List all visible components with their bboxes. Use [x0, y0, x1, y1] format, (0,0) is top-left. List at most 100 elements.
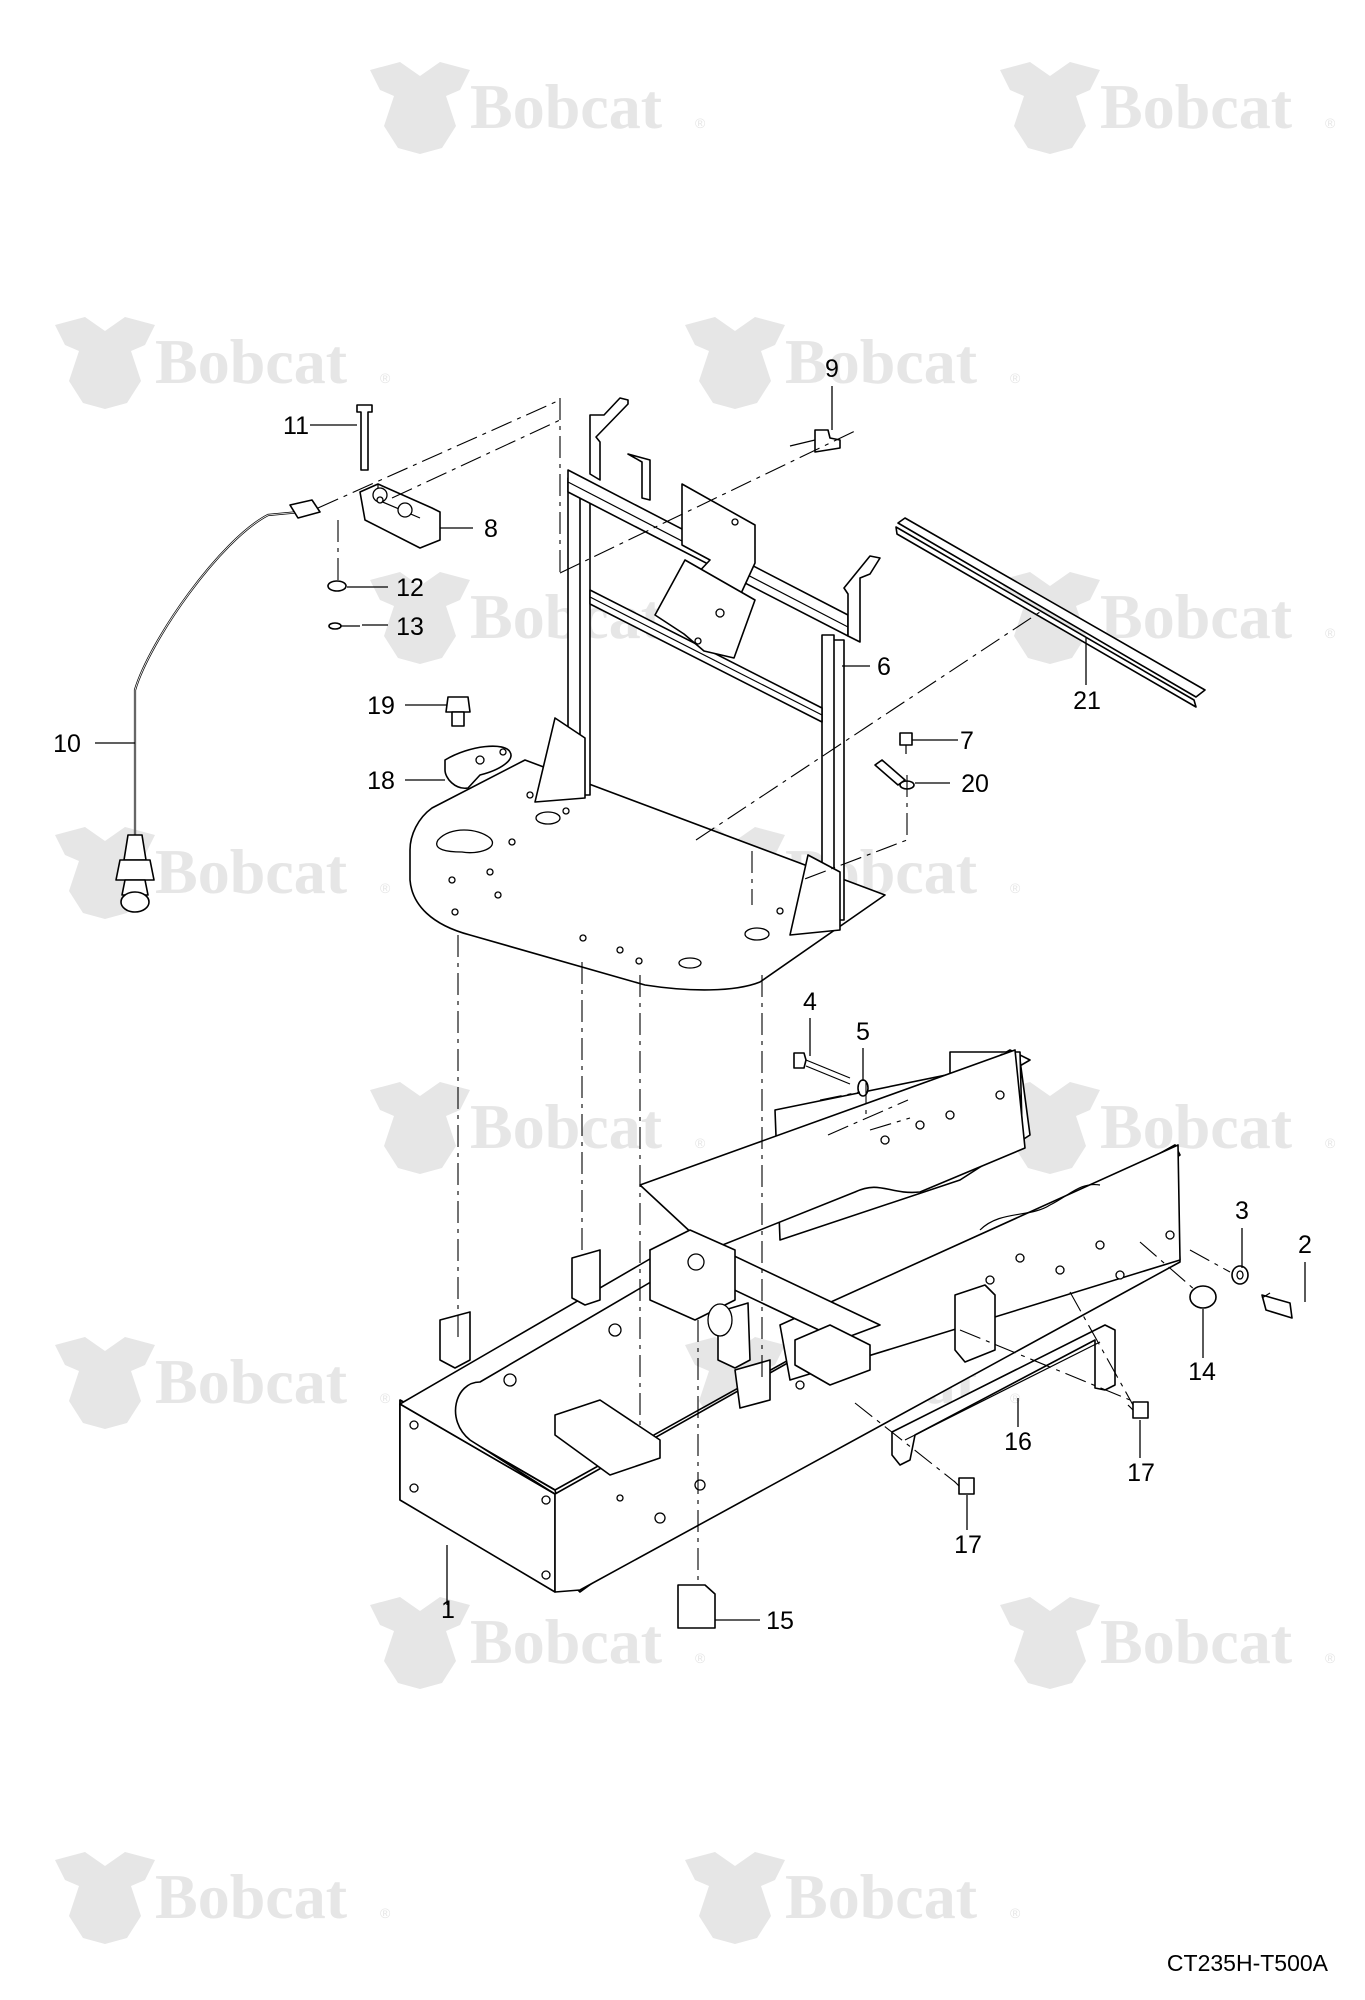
cotter-pin — [328, 622, 360, 630]
bobcat-logo-icon — [1000, 1597, 1100, 1689]
seal-strip-21 — [895, 517, 1206, 708]
bobcat-logo-icon — [370, 572, 470, 664]
bobcat-watermark-layer: Bobcat®Bobcat®Bobcat®Bobcat®Bobcat®Bobca… — [55, 62, 1336, 1944]
bobcat-watermark: Bobcat ® — [370, 1082, 706, 1174]
callout-19: 19 — [367, 692, 395, 720]
callout-15: 15 — [766, 1607, 794, 1635]
callout-5: 5 — [856, 1018, 870, 1046]
flat-washer — [327, 580, 347, 592]
washer-3 — [1231, 1265, 1249, 1285]
bobcat-logo-icon — [685, 1852, 785, 1944]
rubber-pad-20 — [874, 759, 915, 790]
watermark-text: Bobcat — [1100, 581, 1293, 652]
watermark-registered-mark: ® — [1010, 1390, 1021, 1406]
bobcat-logo-icon — [55, 1852, 155, 1944]
callout-1: 1 — [441, 1596, 455, 1624]
guard-plate-16 — [891, 1324, 1116, 1466]
callout-17-lower: 17 — [954, 1531, 982, 1559]
watermark-registered-mark: ® — [695, 1135, 706, 1151]
callout-9: 9 — [825, 355, 839, 383]
bobcat-watermark: Bobcat ® — [55, 317, 391, 409]
bobcat-logo-icon — [1000, 62, 1100, 154]
pad-15 — [677, 1584, 716, 1629]
watermark-registered-mark: ® — [1325, 625, 1336, 641]
watermark-text: Bobcat — [785, 326, 978, 397]
watermark-registered-mark: ® — [695, 1650, 706, 1666]
bolt-17-b — [953, 1477, 975, 1495]
callout-11: 11 — [283, 412, 309, 440]
callout-2: 2 — [1298, 1231, 1312, 1259]
callout-20: 20 — [961, 770, 989, 798]
bobcat-watermark: Bobcat ® — [370, 62, 706, 154]
watermark-text: Bobcat — [785, 1861, 978, 1932]
callout-labels: 1 2 3 4 5 6 7 8 9 10 11 12 13 14 15 16 1… — [53, 355, 1312, 1635]
callout-13: 13 — [396, 613, 424, 641]
callout-12: 12 — [396, 574, 424, 602]
striker-plate-18 — [444, 745, 512, 789]
watermark-registered-mark: ® — [695, 115, 706, 131]
watermark-text: Bobcat — [1100, 1606, 1293, 1677]
callout-8: 8 — [484, 515, 498, 543]
watermark-registered-mark: ® — [1325, 1650, 1336, 1666]
watermark-text: Bobcat — [470, 1091, 663, 1162]
watermark-text: Bobcat — [155, 836, 348, 907]
watermark-registered-mark: ® — [1010, 370, 1021, 386]
watermark-registered-mark: ® — [1325, 1135, 1336, 1151]
watermark-registered-mark: ® — [380, 880, 391, 896]
main-frame — [399, 1049, 1181, 1593]
bobcat-watermark: Bobcat ® — [55, 827, 391, 919]
plug-14 — [1189, 1285, 1217, 1309]
bolt-2 — [1261, 1292, 1293, 1319]
watermark-registered-mark: ® — [1010, 1905, 1021, 1921]
watermark-text: Bobcat — [155, 1346, 348, 1417]
watermark-registered-mark: ® — [1325, 115, 1336, 131]
callout-7: 7 — [960, 727, 974, 755]
callout-21: 21 — [1073, 687, 1101, 715]
callout-10: 10 — [53, 730, 81, 758]
bobcat-logo-icon — [370, 1082, 470, 1174]
watermark-text: Bobcat — [155, 1861, 348, 1932]
watermark-text: Bobcat — [470, 1606, 663, 1677]
watermark-registered-mark: ® — [1010, 880, 1021, 896]
bobcat-logo-icon — [370, 62, 470, 154]
bobcat-logo-icon — [370, 1597, 470, 1689]
bolt-9 — [789, 429, 841, 453]
bobcat-watermark: Bobcat ® — [685, 1852, 1021, 1944]
watermark-registered-mark: ® — [380, 1390, 391, 1406]
bobcat-watermark: Bobcat ® — [685, 317, 1021, 409]
clevis-pin — [356, 404, 373, 471]
watermark-text: Bobcat — [1100, 1091, 1293, 1162]
watermark-text: Bobcat — [470, 71, 663, 142]
callout-leader-lines — [95, 386, 1306, 1621]
bobcat-watermark: Bobcat ® — [55, 1337, 391, 1429]
callout-16: 16 — [1004, 1428, 1032, 1456]
watermark-text: Bobcat — [155, 326, 348, 397]
bobcat-logo-icon — [55, 1337, 155, 1429]
callout-6: 6 — [877, 653, 891, 681]
callout-17-upper: 17 — [1127, 1459, 1155, 1487]
bobcat-logo-icon — [685, 317, 785, 409]
cap-screw-19 — [445, 696, 471, 727]
latch-release-cable — [115, 499, 321, 913]
bobcat-watermark: Bobcat ® — [1000, 1597, 1336, 1689]
bobcat-watermark: Bobcat ® — [1000, 62, 1336, 154]
watermark-registered-mark: ® — [380, 1905, 391, 1921]
callout-14: 14 — [1188, 1358, 1216, 1386]
seat-stand-frame — [409, 397, 886, 991]
bobcat-logo-icon — [55, 317, 155, 409]
callout-3: 3 — [1235, 1197, 1249, 1225]
bolt-7 — [899, 732, 913, 754]
watermark-registered-mark: ® — [380, 370, 391, 386]
drawing-number: CT235H-T500A — [1167, 1950, 1329, 1976]
bobcat-watermark: Bobcat ® — [55, 1852, 391, 1944]
bobcat-watermark: Bobcat ® — [1000, 1082, 1336, 1174]
assembly-phantom-lines — [317, 398, 1231, 1585]
bolt-17-a — [1127, 1401, 1149, 1419]
callout-4: 4 — [803, 988, 817, 1016]
bobcat-watermark: Bobcat ® — [370, 1597, 706, 1689]
watermark-text: Bobcat — [1100, 71, 1293, 142]
seat-latch — [359, 483, 441, 549]
callout-18: 18 — [367, 767, 395, 795]
